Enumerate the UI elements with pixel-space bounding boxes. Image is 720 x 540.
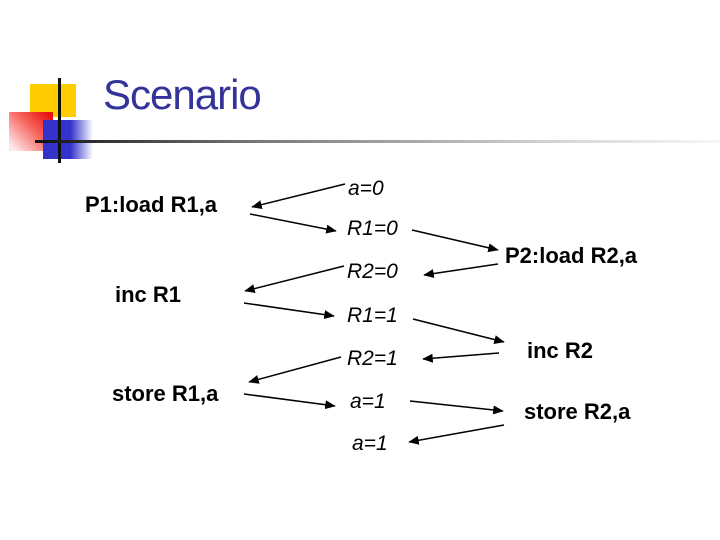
decoration-horizontal-rule — [35, 140, 720, 143]
p2-store-label: store R2,a — [524, 399, 631, 424]
arrow-store-r2-to-a1-second — [408, 424, 505, 445]
timeline-r1-eq-0: R1=0 — [347, 217, 398, 240]
p1-inc-label: inc R1 — [115, 282, 182, 307]
arrow-a1-first-to-store-r2 — [409, 400, 504, 415]
p2-inc-label: inc R2 — [527, 338, 594, 363]
timeline-a-eq-0: a=0 — [348, 177, 384, 200]
arrow-inc-r1-to-r1eq1 — [243, 302, 335, 320]
decoration-yellow-square — [30, 84, 76, 117]
arrow-r2eq1-to-store-r1 — [248, 356, 342, 384]
arrow-inc-r2-to-r2eq1 — [422, 352, 500, 363]
p2-load-label: P2:load R2,a — [505, 243, 638, 268]
p1-load-label: P1:load R1,a — [85, 192, 218, 217]
arrow-r1eq1-to-inc-r2 — [412, 318, 505, 344]
arrow-p1-load-to-r1eq0 — [249, 213, 337, 234]
timeline-r2-eq-0: R2=0 — [347, 260, 398, 283]
arrow-store-r1-to-a1-first — [243, 393, 336, 410]
decoration-vertical-line — [58, 78, 61, 163]
timeline-a-eq-1-first: a=1 — [350, 390, 386, 413]
arrow-r2eq0-to-inc-r1 — [244, 265, 345, 293]
arrow-a0-to-p1-load — [251, 183, 346, 210]
timeline-r1-eq-1: R1=1 — [347, 304, 398, 327]
decoration-blue-gradient-square — [43, 120, 93, 159]
timeline-r2-eq-1: R2=1 — [347, 347, 398, 370]
slide-title: Scenario — [103, 71, 262, 118]
timeline-a-eq-1-second: a=1 — [352, 432, 388, 455]
arrow-p2-load-to-r2eq0 — [423, 263, 499, 279]
p1-store-label: store R1,a — [112, 381, 219, 406]
arrow-r1eq0-to-p2-load — [411, 229, 499, 253]
